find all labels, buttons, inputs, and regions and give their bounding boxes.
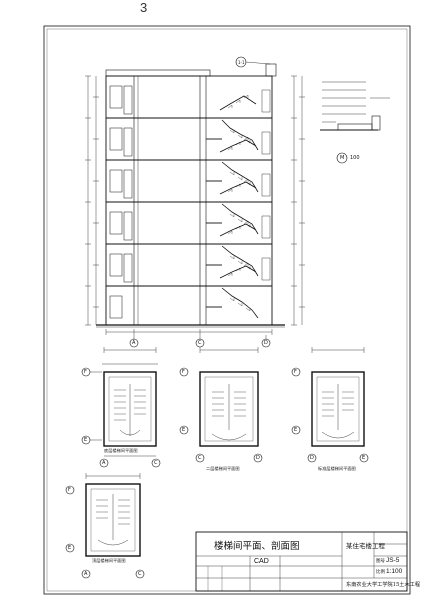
sheet-no-label: 图号 — [376, 559, 385, 564]
sheet-number: JS-5 — [386, 557, 400, 564]
school-name: 东南农业大学工学院15土木工程 — [346, 582, 421, 588]
detail-scale: 100 — [350, 154, 360, 161]
plan3-axis-f: F — [294, 368, 297, 375]
detail-label: M — [340, 154, 345, 161]
plan1-axis-f: F — [84, 368, 87, 375]
plan2-axis-d: D — [256, 454, 260, 461]
plan2-axis-c: C — [198, 454, 202, 461]
plan1-axis-c: C — [154, 459, 158, 466]
plan4-axis-c: C — [138, 570, 142, 577]
axis-label-d: D — [264, 339, 268, 346]
plan4-axis-e: E — [68, 544, 72, 551]
section-outline — [105, 75, 273, 326]
scale-label: 比例 — [376, 570, 385, 575]
stair-flights — [219, 95, 259, 319]
sheet-border — [43, 25, 411, 595]
scale-value: 1:100 — [386, 568, 403, 575]
plan-second — [179, 347, 263, 463]
drawing-title: 楼梯间平面、剖面图 — [214, 541, 300, 552]
axis-label-c: C — [198, 339, 202, 346]
title-block — [195, 531, 408, 592]
plan-label-ground: 底层楼梯间平面图 — [104, 448, 138, 453]
project-name: 某住宅楼工程 — [346, 542, 385, 550]
sheet-frame — [46, 28, 408, 592]
plan3-axis-d: D — [310, 454, 314, 461]
plan-label-standard: 标准层楼梯间平面图 — [318, 466, 356, 471]
plan-top — [65, 473, 145, 579]
plan2-axis-f: F — [182, 368, 185, 375]
building-section — [85, 56, 305, 348]
plan-third — [291, 347, 369, 463]
plan4-axis-a: A — [84, 570, 88, 577]
plan4-axis-f: F — [68, 486, 71, 493]
plan1-axis-a: A — [102, 459, 106, 466]
stair-treads — [227, 94, 251, 312]
plan1-axis-e: E — [84, 436, 88, 443]
plan3-axis-e: E — [362, 454, 366, 461]
plan-ground — [81, 347, 161, 468]
page-number: 3 — [140, 0, 148, 15]
plan2-axis-e: E — [182, 426, 186, 433]
plan-label-top: 顶层楼梯间平面图 — [92, 558, 126, 563]
software-label: CAD — [254, 558, 269, 565]
stair-detail — [320, 81, 390, 164]
plan3-axis-e: E — [294, 426, 298, 433]
plan-label-second: 二层楼梯间平面图 — [206, 466, 240, 471]
section-callout: 1-1 — [238, 59, 245, 65]
axis-label-a: A — [132, 339, 136, 346]
